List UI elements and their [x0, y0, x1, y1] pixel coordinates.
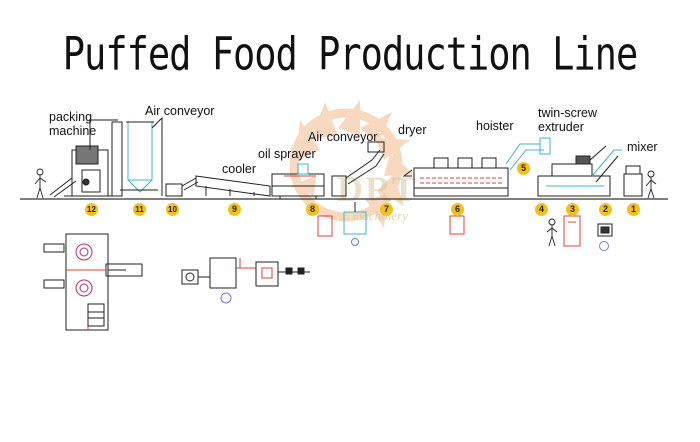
badge-station-4: 4	[535, 203, 548, 216]
operator-figure-right	[645, 170, 657, 199]
twin-screw-extruder-drawing	[537, 145, 611, 197]
page-title: Puffed Food Production Line	[62, 28, 638, 81]
badge-station-10: 10	[166, 203, 179, 216]
conveyor-10-drawing	[165, 177, 199, 197]
label-oil-sprayer: oil sprayer	[258, 147, 316, 161]
watermark-sun-icon	[289, 100, 414, 228]
air-conveyor-7-drawing	[331, 141, 385, 197]
dryer-drawing	[402, 157, 509, 197]
label-twin-screw-extruder: twin-screw extruder	[538, 106, 598, 134]
operator-figure-left	[34, 168, 47, 199]
plan-view-packing-drawing	[43, 233, 143, 331]
label-cooler: cooler	[222, 162, 257, 176]
badge-station-3: 3	[566, 203, 579, 216]
label-mixer: mixer	[627, 140, 658, 154]
badge-station-11: 11	[133, 203, 146, 216]
mixer-drawing	[591, 149, 643, 197]
badge-station-9: 9	[228, 203, 241, 216]
label-dryer: dryer	[398, 123, 427, 137]
badge-station-6: 6	[451, 203, 464, 216]
label-hoister: hoister	[476, 119, 514, 133]
label-air-conveyor-7: Air conveyor	[308, 130, 378, 144]
badge-station-2: 2	[599, 203, 612, 216]
cooler-drawing	[195, 175, 271, 197]
control-panels-drawing	[546, 215, 613, 251]
label-air-conveyor-11: Air conveyor	[145, 104, 215, 118]
oil-sprayer-drawing	[271, 163, 325, 199]
support-equipment-drawing	[317, 202, 465, 246]
packing-machine-drawing	[49, 119, 118, 198]
hoister-drawing	[505, 137, 551, 171]
badge-station-8: 8	[306, 203, 319, 216]
badge-station-5: 5	[517, 162, 530, 175]
label-packing-machine: packing machine	[49, 110, 97, 138]
badge-station-12: 12	[85, 203, 98, 216]
air-conveyor-hopper-drawing	[111, 116, 163, 197]
badge-station-7: 7	[380, 203, 393, 216]
plan-view-process-drawing	[181, 257, 310, 304]
badge-station-1: 1	[627, 203, 640, 216]
